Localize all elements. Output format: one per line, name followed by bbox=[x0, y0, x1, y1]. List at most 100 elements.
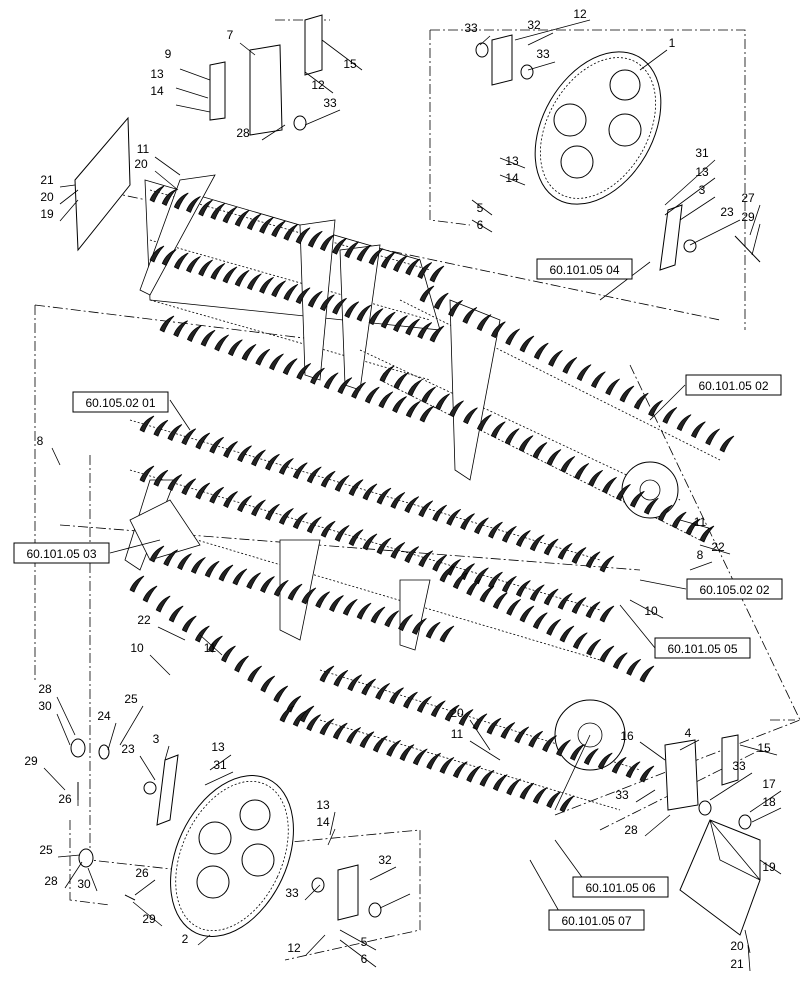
tine bbox=[237, 445, 252, 463]
callout-23: 23 bbox=[720, 205, 734, 219]
reference-box[interactable]: 60.101.05 02 bbox=[685, 374, 782, 396]
reference-box[interactable]: 60.101.05 03 bbox=[13, 542, 110, 564]
tine bbox=[362, 533, 378, 551]
callout-3: 3 bbox=[699, 183, 706, 197]
tine bbox=[490, 321, 506, 339]
tine bbox=[155, 595, 171, 613]
callout-13: 13 bbox=[695, 165, 709, 179]
reference-box[interactable]: 60.101.05 04 bbox=[536, 258, 633, 280]
callout-11: 11 bbox=[137, 142, 150, 156]
reference-label: 60.101.05 04 bbox=[549, 263, 619, 277]
tine bbox=[319, 234, 335, 252]
tine bbox=[639, 665, 655, 683]
tine bbox=[223, 491, 238, 508]
callout-17: 17 bbox=[762, 777, 776, 791]
callout-32: 32 bbox=[527, 18, 541, 32]
tine bbox=[488, 571, 503, 589]
tine bbox=[462, 307, 478, 324]
tine bbox=[198, 199, 213, 217]
tine bbox=[405, 258, 420, 276]
tine bbox=[643, 497, 659, 515]
callout-13: 13 bbox=[150, 67, 164, 81]
reference-box[interactable]: 60.105.02 01 bbox=[72, 391, 169, 413]
leader-line bbox=[321, 39, 363, 71]
tine bbox=[705, 428, 720, 446]
leader-line bbox=[199, 634, 223, 656]
tine bbox=[418, 550, 434, 568]
tine bbox=[378, 391, 394, 409]
tine bbox=[433, 292, 449, 310]
tine bbox=[519, 335, 535, 353]
tine bbox=[356, 602, 372, 620]
callout-30: 30 bbox=[38, 699, 52, 713]
callout-26: 26 bbox=[58, 792, 72, 806]
leader-line bbox=[469, 719, 491, 751]
tine bbox=[476, 314, 492, 332]
tine bbox=[200, 329, 216, 347]
leader-line bbox=[157, 626, 186, 641]
leader-line bbox=[514, 19, 591, 41]
tine bbox=[472, 713, 488, 731]
tine bbox=[204, 560, 220, 578]
tine bbox=[463, 407, 478, 425]
leader-line bbox=[369, 866, 397, 881]
leader-line bbox=[339, 939, 377, 968]
tine bbox=[241, 344, 257, 361]
reference-box[interactable]: 60.101.05 06 bbox=[572, 876, 669, 898]
tine bbox=[404, 546, 420, 564]
tine bbox=[419, 405, 435, 423]
callout-26: 26 bbox=[135, 866, 149, 880]
tine bbox=[430, 700, 446, 718]
reference-label: 60.101.05 07 bbox=[561, 914, 631, 928]
tine bbox=[334, 525, 350, 542]
tine bbox=[142, 585, 158, 603]
tine bbox=[181, 478, 197, 496]
tine bbox=[306, 466, 322, 484]
tine bbox=[389, 687, 404, 705]
leader-line bbox=[751, 807, 782, 823]
tine bbox=[153, 419, 169, 437]
tine bbox=[448, 299, 463, 317]
upper-bracket-assembly bbox=[209, 14, 323, 136]
tine bbox=[605, 378, 620, 396]
tine bbox=[560, 456, 576, 473]
tine bbox=[181, 428, 197, 446]
reference-label: 60.101.05 02 bbox=[698, 379, 768, 393]
tine bbox=[139, 415, 155, 433]
tine bbox=[333, 669, 349, 687]
leader-line bbox=[649, 384, 686, 421]
tine bbox=[265, 503, 280, 521]
tine bbox=[426, 752, 441, 770]
tine bbox=[532, 442, 548, 459]
tine bbox=[194, 625, 210, 643]
leader-line bbox=[107, 722, 117, 751]
reference-box[interactable]: 60.105.02 02 bbox=[686, 578, 783, 600]
tine bbox=[149, 185, 165, 203]
tine bbox=[439, 625, 455, 643]
tine bbox=[167, 424, 183, 441]
tine bbox=[505, 328, 520, 346]
tine bbox=[562, 357, 578, 374]
callout-1: 1 bbox=[669, 36, 676, 50]
tine bbox=[283, 283, 299, 301]
leader-line bbox=[132, 901, 163, 927]
tine bbox=[529, 534, 545, 552]
tine bbox=[269, 353, 284, 371]
leader-line bbox=[744, 929, 751, 954]
tine bbox=[407, 379, 423, 397]
leader-line bbox=[479, 35, 491, 46]
reference-box[interactable]: 60.101.05 07 bbox=[548, 909, 645, 931]
tine bbox=[221, 645, 236, 663]
tine bbox=[368, 308, 384, 326]
tine-rows bbox=[129, 185, 735, 813]
leader-line bbox=[527, 32, 554, 46]
tine bbox=[279, 705, 295, 723]
tine bbox=[237, 495, 252, 513]
tine bbox=[501, 525, 517, 543]
tine bbox=[186, 256, 201, 273]
tine bbox=[287, 583, 303, 601]
reference-box[interactable]: 60.101.05 05 bbox=[654, 637, 751, 659]
tine bbox=[460, 513, 475, 531]
tine bbox=[393, 255, 408, 273]
